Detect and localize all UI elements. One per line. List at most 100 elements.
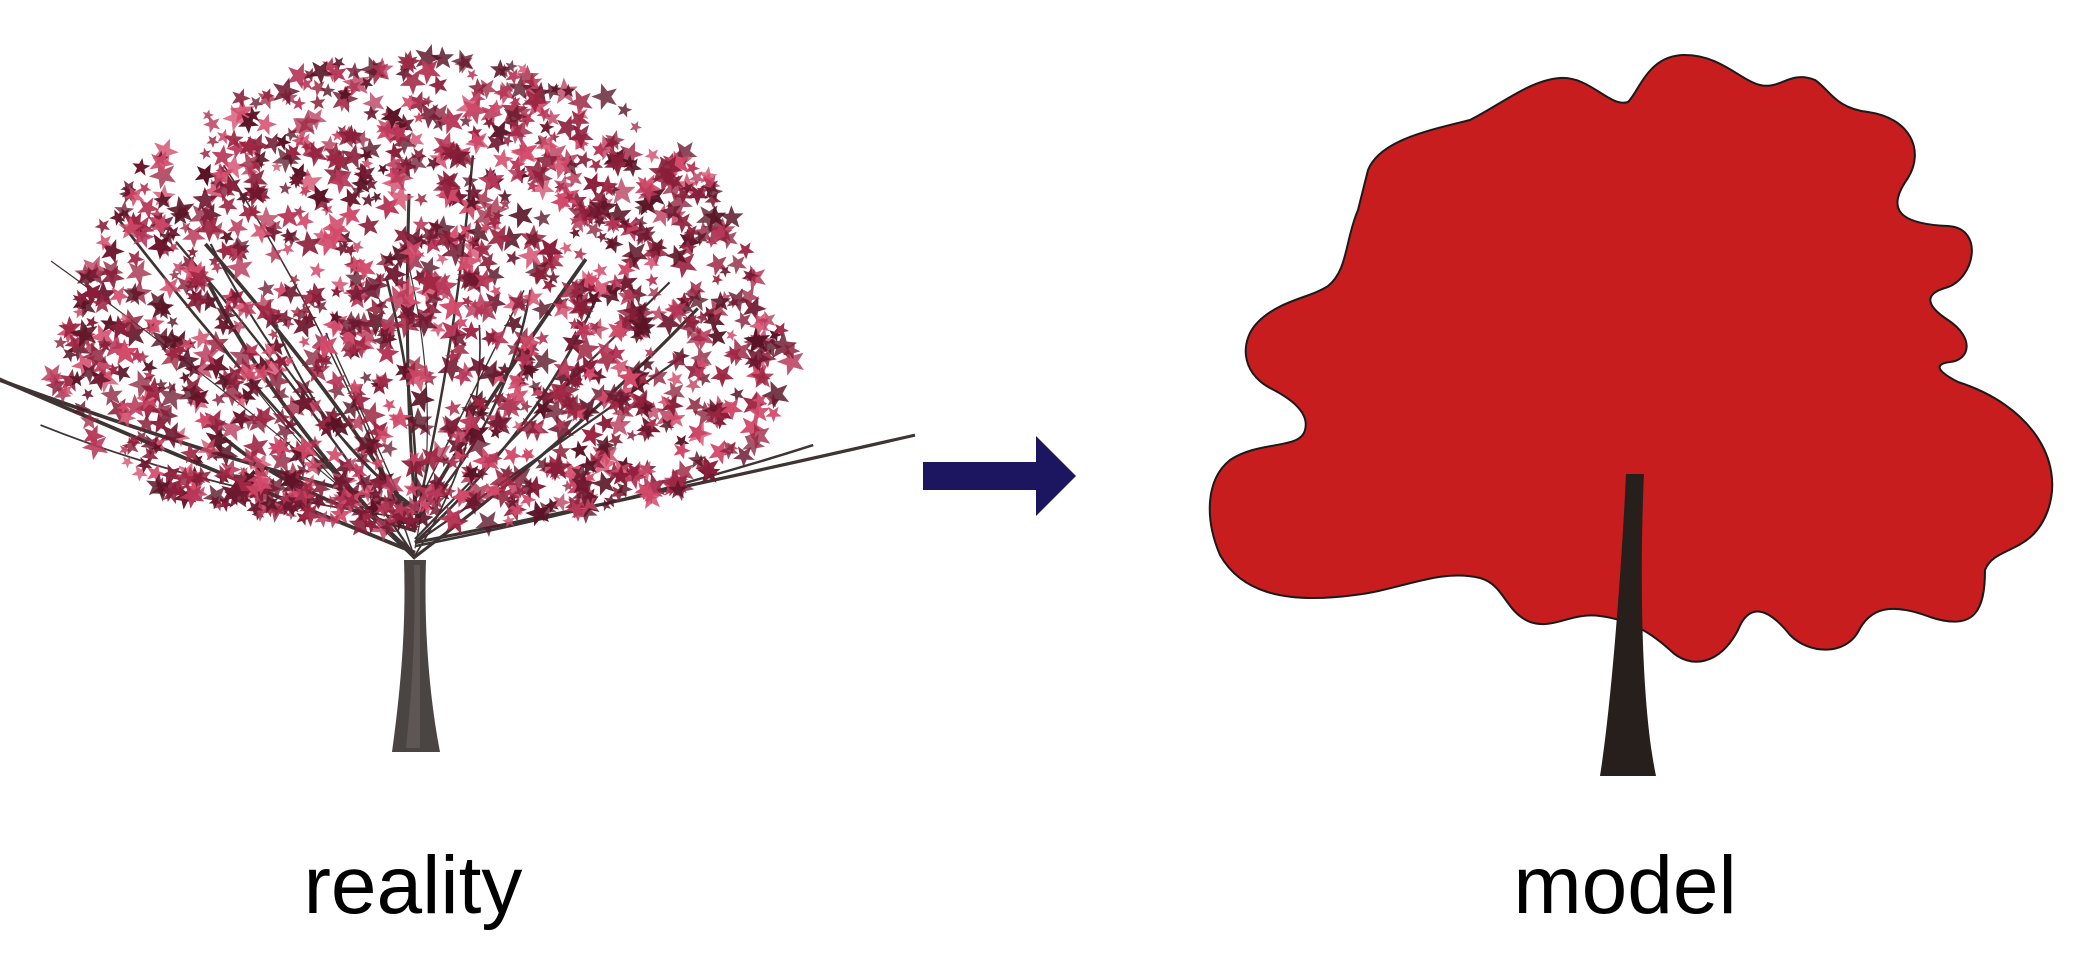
maple-leaf: [338, 203, 361, 227]
maple-leaf: [342, 414, 356, 428]
maple-leaf: [203, 330, 229, 355]
maple-leaf: [693, 356, 710, 374]
maple-leaf: [672, 141, 698, 166]
maple-leaf: [236, 191, 251, 206]
maple-leaf: [617, 260, 636, 280]
maple-leaf: [264, 475, 289, 500]
maple-leaf: [505, 496, 519, 509]
maple-leaf: [678, 315, 702, 340]
maple-leaf: [742, 391, 768, 417]
maple-leaf: [365, 298, 387, 320]
maple-leaf: [571, 462, 592, 484]
maple-leaf: [448, 425, 470, 447]
maple-leaf: [353, 163, 376, 186]
maple-leaf: [695, 456, 720, 481]
maple-leaf: [590, 384, 612, 407]
maple-leaf: [279, 283, 302, 305]
maple-leaf: [374, 425, 394, 446]
maple-leaf: [327, 168, 354, 195]
maple-leaf: [534, 386, 556, 409]
maple-leaf: [520, 449, 534, 463]
maple-leaf: [154, 477, 168, 490]
maple-leaf: [490, 59, 511, 79]
maple-leaf: [174, 347, 200, 373]
maple-leaf: [638, 226, 656, 244]
maple-leaf: [578, 270, 601, 293]
maple-leaf: [726, 329, 738, 342]
maple-leaf: [718, 228, 738, 250]
maple-leaf: [132, 225, 155, 249]
maple-leaf: [644, 346, 657, 359]
maple-leaf: [192, 187, 218, 212]
maple-leaf: [146, 292, 169, 314]
maple-leaf: [309, 290, 327, 308]
maple-leaf: [243, 179, 269, 204]
maple-leaf: [688, 170, 706, 187]
maple-leaf: [272, 408, 291, 427]
maple-leaf: [351, 173, 372, 195]
maple-leaf: [275, 133, 292, 151]
maple-leaf: [127, 370, 156, 399]
maple-leaf: [242, 433, 269, 460]
maple-leaf: [521, 360, 540, 380]
maple-leaf: [324, 66, 341, 83]
maple-leaf: [553, 174, 575, 196]
maple-leaf: [520, 399, 533, 414]
maple-leaf: [413, 111, 425, 123]
maple-leaf: [342, 397, 364, 420]
maple-leaf: [512, 374, 525, 388]
maple-leaf: [739, 415, 766, 441]
maple-leaf: [461, 295, 474, 308]
maple-leaf: [395, 361, 413, 380]
maple-leaf: [607, 433, 624, 449]
maple-leaf: [148, 434, 167, 454]
maple-leaf: [541, 277, 557, 294]
maple-leaf: [465, 234, 477, 248]
maple-leaf: [581, 366, 599, 383]
maple-leaf: [464, 495, 482, 513]
maple-leaf: [650, 305, 668, 322]
maple-leaf: [703, 205, 727, 228]
maple-leaf: [595, 413, 614, 434]
maple-leaf: [238, 204, 259, 224]
maple-leaf: [660, 200, 681, 222]
maple-leaf: [584, 291, 603, 308]
maple-leaf: [247, 466, 274, 493]
maple-leaf: [617, 365, 642, 390]
maple-leaf: [294, 230, 322, 257]
maple-leaf: [405, 364, 434, 393]
maple-leaf: [761, 380, 790, 409]
maple-leaf: [626, 429, 638, 442]
maple-leaf: [568, 317, 581, 330]
maple-leaf: [563, 191, 576, 203]
maple-leaf: [154, 378, 168, 391]
maple-leaf: [302, 455, 324, 476]
maple-leaf: [621, 241, 649, 268]
maple-leaf: [729, 387, 745, 402]
maple-leaf: [546, 270, 561, 284]
maple-leaf: [292, 379, 315, 401]
maple-leaf: [53, 386, 72, 404]
maple-leaf: [324, 414, 344, 434]
maple-leaf: [542, 109, 561, 127]
maple-leaf: [330, 285, 343, 298]
maple-leaf: [341, 143, 367, 170]
maple-leaf: [219, 230, 235, 245]
maple-leaf: [602, 213, 622, 233]
maple-leaf: [257, 88, 278, 110]
maple-leaf: [435, 252, 449, 266]
maple-leaf: [340, 124, 362, 145]
maple-leaf: [168, 330, 193, 355]
maple-leaf: [118, 215, 143, 240]
maple-leaf: [98, 369, 113, 385]
maple-leaf: [619, 141, 644, 167]
maple-leaf: [482, 291, 507, 315]
maple-leaf: [455, 94, 484, 122]
maple-leaf: [151, 480, 175, 502]
maple-leaf: [111, 363, 131, 383]
maple-leaf: [208, 495, 222, 509]
maple-leaf: [607, 344, 626, 363]
maple-leaf: [253, 363, 273, 384]
maple-leaf: [456, 361, 475, 381]
model-caption: model: [1513, 840, 1737, 931]
